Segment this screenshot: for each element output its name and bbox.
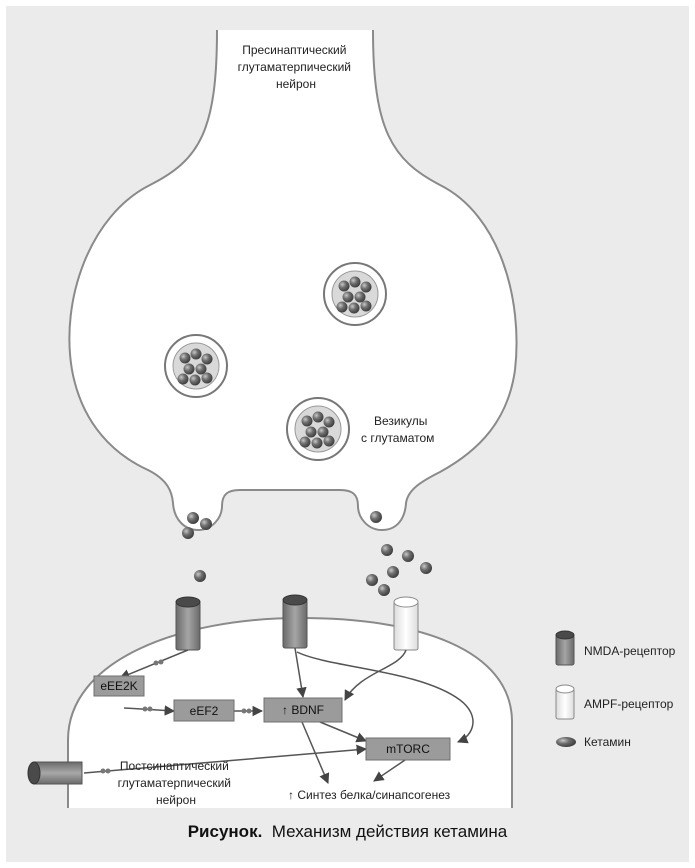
bdnf-box: ↑ BDNF [263,697,343,723]
eee2k-label: eEE2K [100,679,137,693]
nmda-receptor-left [175,596,201,651]
eee2k-box: eEE2K [93,675,145,697]
vesicle [286,397,350,461]
vesicles-label: Везикулы с глутаматом [361,414,434,445]
eef2-label: eEF2 [190,704,219,718]
caption-prefix: Рисунок. [187,822,263,841]
synthesis-label: ↑ Синтез белка/синапсогенез [288,788,451,802]
vesicle [164,334,228,398]
legend-nmda-label: NMDA-рецептор [584,644,676,658]
legend-ampa-label: AMPF-рецептор [584,697,674,711]
bdnf-label: ↑ BDNF [282,703,324,717]
ampa-receptor [393,596,419,651]
postsynaptic-label: Постсинаптический глутаматерпический ней… [118,759,235,807]
legend-ampa-icon [555,684,575,720]
mtorc-box: mTORC [365,737,451,761]
presynaptic-label: Пресинаптический глутаматерпический нейр… [238,43,355,91]
presynaptic-neuron [68,29,518,532]
ketamine-block-marks [100,659,252,774]
nmda-receptor-center [282,594,308,649]
pathway-arrows [83,647,474,784]
legend-ketamine-icon [556,737,576,747]
mtorc-label: mTORC [386,742,430,756]
legend: NMDA-рецептор AMPF-рецептор Кетамин [555,630,676,749]
vesicle [323,262,387,326]
legend-nmda-icon [555,630,575,666]
glutamate-molecules [182,511,432,596]
nmda-receptor-horizontal [27,761,83,785]
eef2-box: eEF2 [173,699,235,722]
legend-ketamine-label: Кетамин [584,735,631,749]
caption-text: Механизм действия кетамина [271,822,508,841]
figure-caption: Рисунок. Механизм действия кетамина [0,822,695,842]
